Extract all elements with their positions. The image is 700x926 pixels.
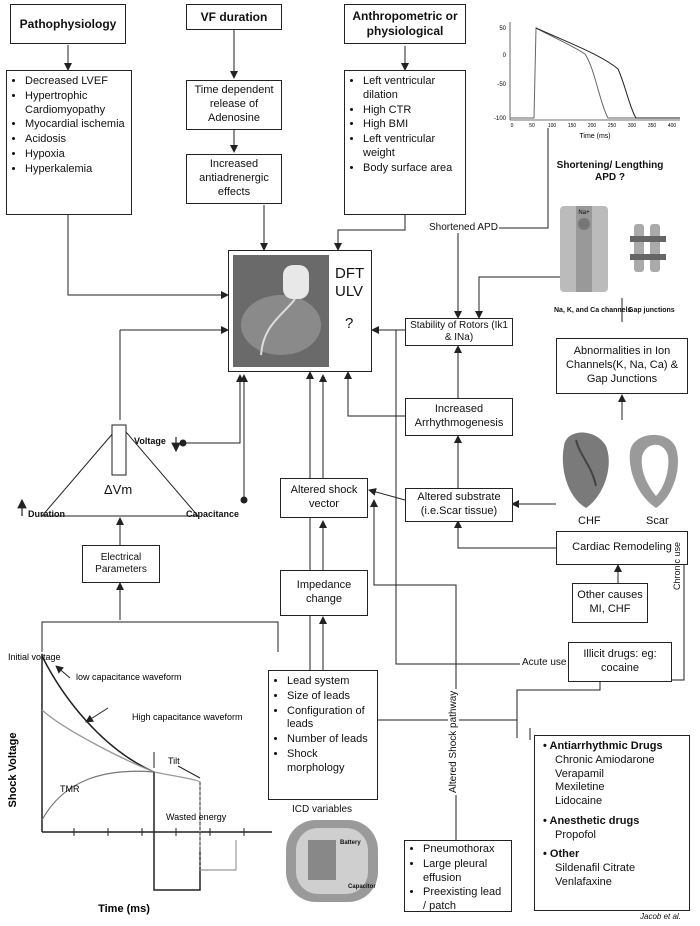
time-axis-label: Time (ms) (98, 903, 150, 915)
apd-xtick: 100 (548, 123, 557, 129)
list-item: Large pleural effusion (423, 858, 507, 886)
impedance-change-box: Impedance change (280, 570, 368, 616)
apd-xtick: 250 (608, 123, 617, 129)
apd-ytick: 0 (503, 53, 507, 59)
apd-ytick: -50 (497, 82, 506, 88)
shortened-apd-label: Shortened APD (428, 222, 499, 233)
list-item: Hypertrophic Cardiomyopathy (25, 90, 127, 118)
list-item: Shock morphology (287, 748, 373, 776)
list-item: Body surface area (363, 162, 461, 176)
drug-item: Propofol (555, 828, 596, 841)
arrhythmogenesis-box: Increased Arrhythmogenesis (405, 398, 513, 436)
pneumothorax-list: Pneumothorax Large pleural effusion Pree… (404, 840, 512, 912)
drug-item: Verapamil (555, 767, 604, 780)
list-item: Lead system (287, 675, 373, 689)
altered-shock-vector-box: Altered shock vector (280, 478, 368, 518)
cardiac-remodeling-box: Cardiac Remodeling (556, 531, 688, 565)
ulv-label: ULV (335, 283, 364, 300)
electrical-parameters-box: Electrical Parameters (82, 545, 160, 583)
apd-ytick: 50 (499, 26, 506, 32)
credit-label: Jacob et al. (640, 912, 681, 921)
icd-variables-label: ICD variables (292, 804, 353, 815)
capacitance-label: Capacitance (186, 509, 240, 519)
apd-xtick: 200 (588, 123, 597, 129)
icd-device-icon (286, 820, 378, 902)
pathophysiology-header: Pathophysiology (10, 4, 126, 44)
heart-icon (562, 432, 678, 508)
xray-image (233, 255, 329, 367)
drug-item: Lidocaine (555, 795, 603, 807)
delta-vm-label: ΔVm (104, 482, 133, 497)
antiadrenergic-box: Increased antiadrenergic effects (186, 154, 282, 204)
apd-xtick: 400 (668, 123, 677, 129)
duration-label: Duration (28, 509, 65, 519)
other-causes-box: Other causes MI, CHF (572, 583, 648, 623)
drug-item: Venlafaxine (555, 875, 612, 888)
high-capacitance-label: High capacitance waveform (132, 712, 243, 722)
drug-item: Sildenafil Citrate (555, 862, 636, 874)
chf-caption: CHF (578, 515, 601, 527)
shock-waveform-chart: Shock Voltage Time (ms) Initial voltage … (7, 652, 272, 915)
altered-shock-pathway-label: Altered Shock pathway (448, 688, 459, 795)
list-item: High CTR (363, 104, 461, 118)
drug-section-title: • Other (543, 848, 580, 861)
list-item: Preexisting lead / patch (423, 886, 507, 914)
acute-use-label: Acute use (520, 657, 569, 668)
apd-xtick: 0 (511, 123, 514, 129)
apd-xtick: 50 (529, 123, 535, 129)
drug-item: Mexiletine (555, 781, 605, 794)
drugs-box: • Antiarrhythmic Drugs Chronic Amiodaron… (534, 735, 690, 911)
question-mark: ? (345, 315, 354, 332)
tmr-label: TMR (60, 784, 80, 794)
list-item: Size of leads (287, 690, 373, 704)
anthropometric-header: Anthropometric or physiological (344, 4, 466, 44)
ion-channel-icon: Na+ (560, 206, 666, 292)
drug-item: Chronic Amiodarone (555, 753, 655, 766)
list-item: Left ventricular dilation (363, 75, 461, 103)
battery-label: Battery (340, 840, 361, 846)
apd-xtick: 300 (628, 123, 637, 129)
drug-section-title: • Anesthetic drugs (543, 814, 640, 827)
list-item: Number of leads (287, 733, 373, 747)
list-item: Acidosis (25, 133, 127, 147)
voltage-label: Voltage (134, 436, 166, 446)
adenosine-box: Time dependent release of Adenosine (186, 80, 282, 130)
list-item: Hyperkalemia (25, 163, 127, 177)
capacitor-label: Capacitor (348, 884, 376, 890)
list-item: Myocardial ischemia (25, 118, 127, 132)
apd-title: Shortening/ Lengthing APD ? (556, 160, 664, 183)
gap-junctions-caption: Gap junctions (628, 307, 675, 314)
list-item: Decreased LVEF (25, 75, 127, 89)
svg-text:Na+: Na+ (578, 210, 590, 216)
list-item: Configuration of leads (287, 705, 373, 733)
pathophysiology-list: Decreased LVEF Hypertrophic Cardiomyopat… (6, 70, 132, 215)
apd-xtick: 150 (568, 123, 577, 129)
channels-caption: Na, K, and Ca channels (554, 307, 632, 314)
list-item: High BMI (363, 118, 461, 132)
list-item: Hypoxia (25, 148, 127, 162)
altered-substrate-box: Altered substrate (i.e.Scar tissue) (405, 488, 513, 522)
wasted-energy-label: Wasted energy (166, 812, 227, 822)
icd-variables-list: Lead system Size of leads Configuration … (268, 670, 378, 800)
apd-chart: 50 0 -50 -100 0 50 100 150 200 250 300 3… (494, 22, 680, 140)
list-item: Pneumothorax (423, 843, 507, 857)
apd-ytick: -100 (494, 116, 507, 122)
initial-voltage-label: Initial voltage (8, 652, 61, 662)
chronic-use-label: Chronic use (672, 541, 682, 590)
stability-rotors-box: Stability of Rotors (Ik1 & INa) (405, 318, 513, 346)
abnormalities-box: Abnormalities in Ion Channels(K, Na, Ca)… (556, 338, 688, 394)
vf-duration-header: VF duration (186, 4, 282, 30)
low-capacitance-label: low capacitance waveform (76, 672, 182, 682)
list-item: Left ventricular weight (363, 133, 461, 161)
scar-caption: Scar (646, 515, 669, 527)
dft-xray-box: DFT ULV ? (228, 250, 372, 372)
illicit-drugs-box: Illicit drugs: eg: cocaine (568, 642, 672, 682)
apd-xtick: 350 (648, 123, 657, 129)
anthropometric-list: Left ventricular dilation High CTR High … (344, 70, 466, 215)
shock-voltage-axis-label: Shock Voltage (7, 733, 19, 808)
tilt-label: Tilt (168, 756, 180, 766)
drug-section-title: • Antiarrhythmic Drugs (543, 740, 663, 752)
apd-xlabel: Time (ms) (579, 133, 610, 140)
dft-label: DFT (335, 265, 365, 282)
